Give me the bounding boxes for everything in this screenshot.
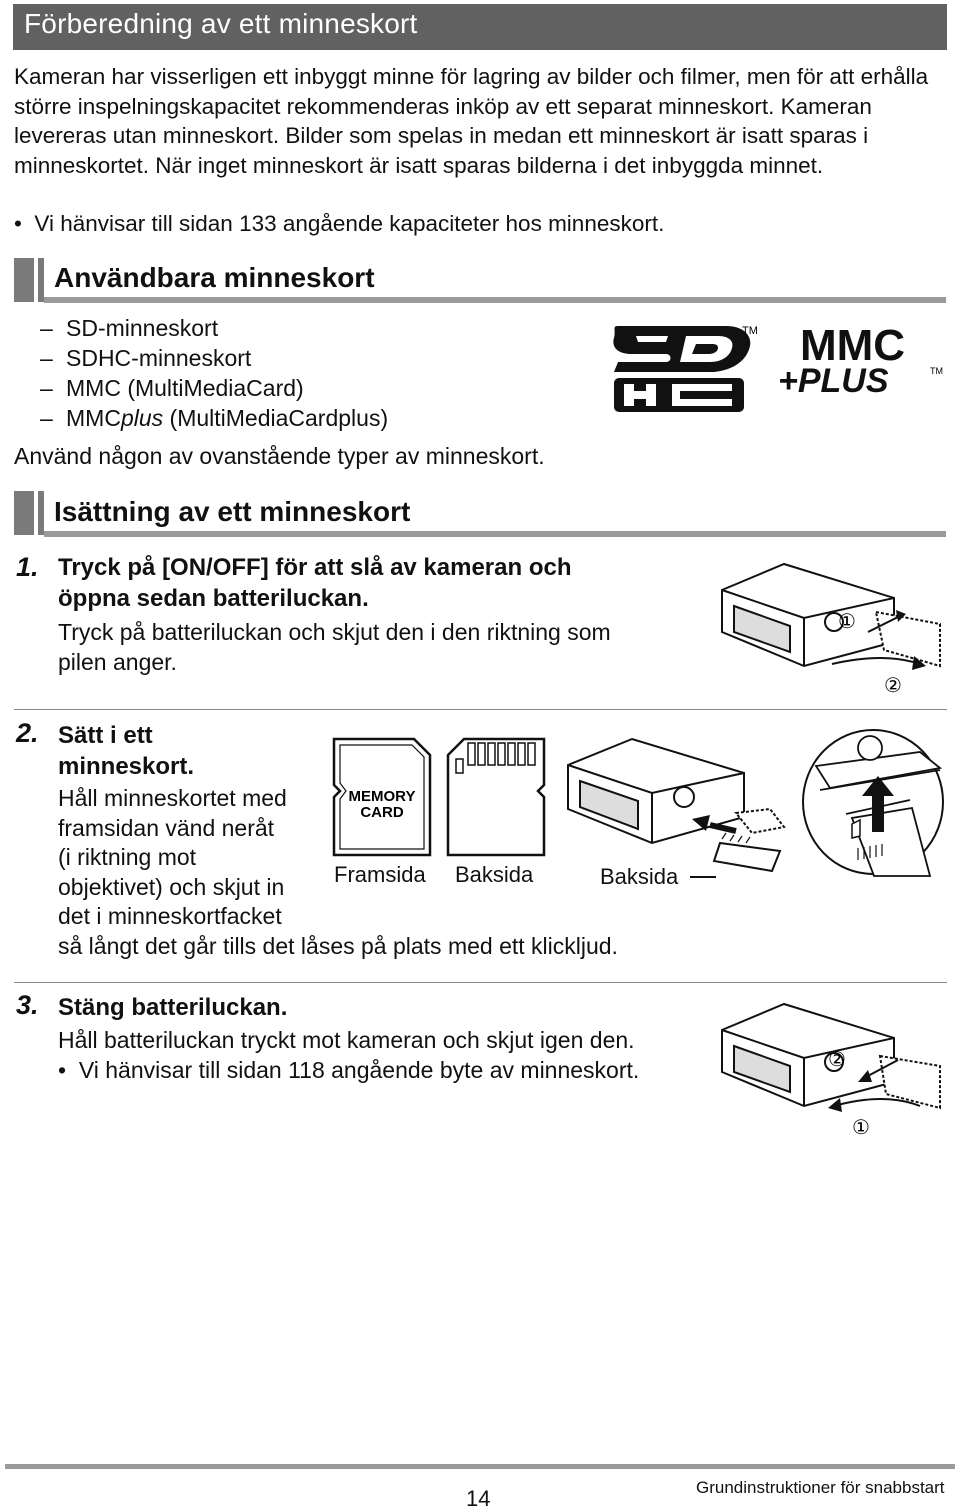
step-heading: Stäng batteriluckan. xyxy=(58,994,288,1021)
mmcplus-logo: MMC +PLUS TM xyxy=(778,321,943,400)
page-title: Förberedning av ett minneskort xyxy=(24,8,418,39)
divider xyxy=(14,982,947,983)
memory-card-back xyxy=(446,737,546,857)
svg-text:MMC: MMC xyxy=(800,321,905,370)
list-item: –MMC (MultiMediaCard) xyxy=(40,375,304,401)
label-front: Framsida xyxy=(334,862,426,887)
step-body: Tryck på batteriluckan och skjut den i d… xyxy=(58,619,611,675)
svg-text:TM: TM xyxy=(742,325,758,337)
svg-text:CARD: CARD xyxy=(360,804,403,821)
label-back-insert: Baksida xyxy=(600,864,679,889)
section-marker xyxy=(14,258,46,302)
step-heading: Sätt i ett minneskort. xyxy=(58,722,195,780)
camera-open-cover-illustration: ① ② xyxy=(721,562,941,697)
card-note: Använd någon av ovanstående typer av min… xyxy=(14,443,545,469)
svg-text:MEMORY: MEMORY xyxy=(349,788,416,805)
bullet-dot: • xyxy=(58,1057,79,1083)
step-body: Håll minneskortet med framsidan vänd ner… xyxy=(58,785,618,959)
section-rule xyxy=(44,531,946,537)
leader-line xyxy=(690,876,716,878)
sdhc-logo: TM xyxy=(613,325,758,412)
intro-paragraph: Kameran har visserligen ett inbyggt minn… xyxy=(14,64,929,179)
memory-card-front: MEMORY CARD xyxy=(332,737,432,857)
step-number: 1. xyxy=(16,552,39,582)
section-rule xyxy=(44,297,946,303)
divider xyxy=(14,709,947,710)
intro-bullet: • Vi hänvisar till sidan 133 angående ka… xyxy=(14,211,665,236)
step-number: 3. xyxy=(16,990,39,1020)
svg-text:①: ① xyxy=(838,609,856,633)
zoom-detail-illustration xyxy=(802,729,944,877)
footer-rule xyxy=(5,1464,955,1469)
camera-close-cover-illustration: ② ① xyxy=(721,1002,941,1139)
list-item: –SDHC-minneskort xyxy=(40,345,252,371)
svg-text:②: ② xyxy=(884,673,902,697)
svg-text:TM: TM xyxy=(930,366,943,376)
page-number: 14 xyxy=(466,1486,491,1511)
section-title-insert: Isättning av ett minneskort xyxy=(54,496,411,527)
list-item: –SD-minneskort xyxy=(40,315,219,341)
svg-text:②: ② xyxy=(828,1047,846,1071)
step-number: 2. xyxy=(16,718,39,748)
camera-insert-card-illustration xyxy=(567,737,786,873)
step-body: Håll batteriluckan tryckt mot kameran oc… xyxy=(58,1027,635,1053)
section-marker xyxy=(14,491,46,535)
label-back: Baksida xyxy=(455,862,534,887)
step-bullet: • Vi hänvisar till sidan 118 angående by… xyxy=(58,1057,640,1083)
svg-text:①: ① xyxy=(852,1115,870,1139)
bullet-dot: • xyxy=(14,211,35,236)
card-list: –SD-minneskort –SDHC-minneskort –MMC (Mu… xyxy=(40,313,388,433)
svg-text:+PLUS: +PLUS xyxy=(778,362,889,400)
footer-title: Grundinstruktioner för snabbstart xyxy=(696,1478,945,1497)
step-heading: Tryck på [ON/OFF] för att slå av kameran… xyxy=(58,554,572,612)
title-bar xyxy=(13,4,947,50)
list-item: –MMCplus (MultiMediaCardplus) xyxy=(40,405,389,431)
section-title-cards: Användbara minneskort xyxy=(54,262,375,293)
